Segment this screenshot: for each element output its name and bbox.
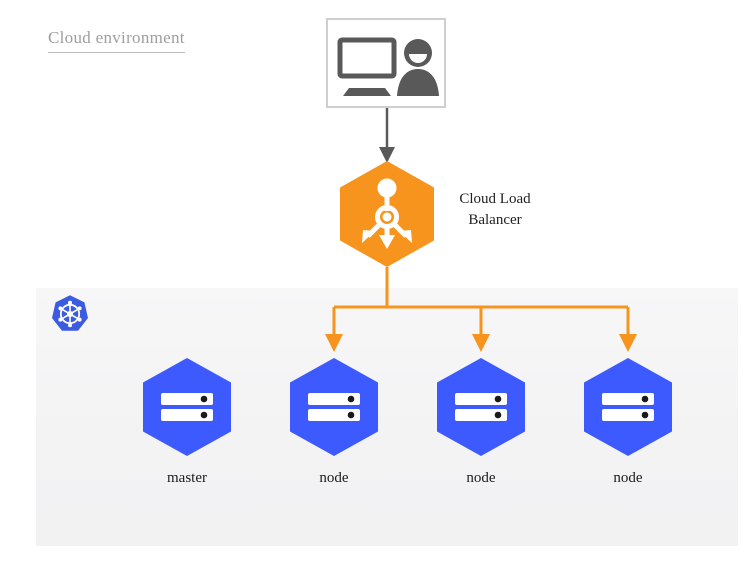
cluster-node-1-label: node (319, 470, 349, 486)
client-icons-group (337, 37, 439, 96)
lb-label-line1: Cloud Load (459, 191, 531, 207)
cluster-node-1[interactable] (290, 358, 378, 456)
kubernetes-icon (50, 294, 90, 334)
cluster-node-master-label: master (167, 470, 207, 486)
server-rack-icon (602, 393, 654, 421)
cluster-node-2[interactable] (437, 358, 525, 456)
cloud-load-balancer-node[interactable] (340, 161, 434, 267)
cluster-node-master[interactable] (143, 358, 231, 456)
page-title: Cloud environment (48, 28, 185, 53)
client-device-box (326, 18, 446, 108)
cluster-node-3[interactable] (584, 358, 672, 456)
cloud-load-balancer-label: Cloud Load Balancer (440, 189, 550, 231)
cluster-node-3-label: node (613, 470, 643, 486)
load-balancer-distribute-icon (362, 178, 412, 249)
user-icon (397, 39, 439, 96)
monitor-icon (337, 37, 397, 96)
server-rack-icon (161, 393, 213, 421)
server-rack-icon (308, 393, 360, 421)
lb-label-line2: Balancer (468, 212, 522, 228)
cluster-node-2-label: node (466, 470, 496, 486)
server-rack-icon (455, 393, 507, 421)
